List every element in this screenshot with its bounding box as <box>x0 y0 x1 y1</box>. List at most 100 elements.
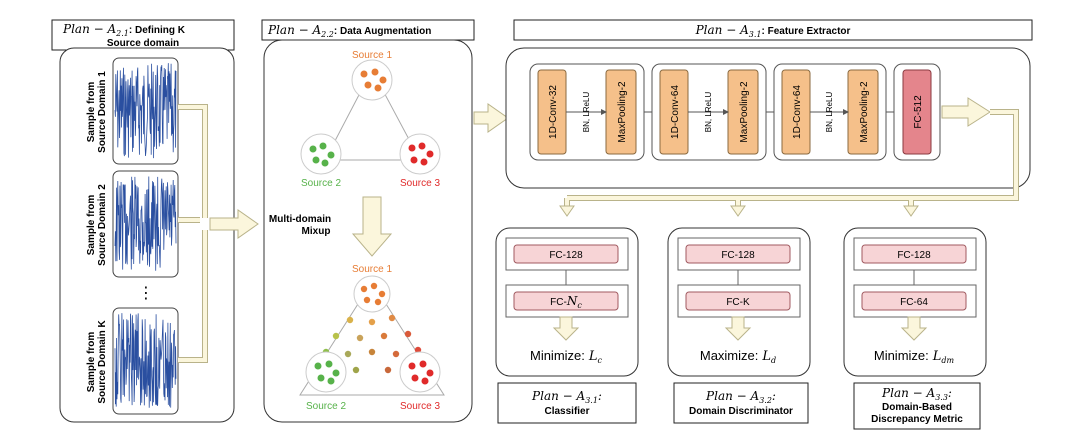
conv-label-2: 1D-Conv-64 <box>670 85 681 139</box>
panel-a31-plan-sub: 3.1 <box>749 30 762 39</box>
head-classifier-fc2-var: N <box>566 294 578 308</box>
head-discriminator: FC-128 FC-K Maximize:Ld Plan − A3.2: Dom… <box>667 227 811 424</box>
fe-output-arrow <box>941 97 991 127</box>
head-discrepancy-fc2-label: FC-64 <box>900 297 928 308</box>
head-discrepancy-loss-sub: dm <box>941 356 954 365</box>
head-classifier-plan: Plan − A <box>531 389 585 403</box>
head-classifier-name: Classifier <box>544 406 589 417</box>
head-classifier-plan-sub: 3.1 <box>585 396 598 405</box>
mixup-label-1: Multi-domain <box>269 214 331 225</box>
panel-a21-title-1: : Defining K <box>129 25 186 36</box>
panel-a21-title-2: Source domain <box>107 38 179 49</box>
head-discrepancy-name-2: Discrepancy Metric <box>871 414 963 425</box>
pool-label-2: MaxPooling-2 <box>739 81 750 143</box>
pool-label-1: MaxPooling-2 <box>617 81 628 143</box>
sample-label-2-line1: Sample from <box>86 195 97 256</box>
panel-a21: Plan − A2.1: Defining K Source domain Sa… <box>51 19 259 423</box>
head-discriminator-plan-suffix: : <box>772 389 776 403</box>
sample-label-1-line2: Source Domain 1 <box>97 71 108 153</box>
source2-label-bottom: Source 2 <box>306 401 346 412</box>
source2-label-top: Source 2 <box>301 178 341 189</box>
source1-label-bottom: Source 1 <box>352 264 392 275</box>
source2-points-bottom <box>314 360 340 385</box>
head-discriminator-plan: Plan − A <box>705 389 759 403</box>
act-label-1: BN, LReLU <box>582 92 591 133</box>
head-discriminator-name: Domain Discriminator <box>689 406 793 417</box>
head-classifier-fc2-sub: c <box>577 301 582 310</box>
signal-waveform-k <box>114 313 177 408</box>
conv-label-3: 1D-Conv-64 <box>792 85 803 139</box>
distribution-connector <box>559 109 1019 217</box>
head-discriminator-fc2-label: FC-K <box>726 297 750 308</box>
source1-cluster-top <box>351 59 393 101</box>
arrow-to-a31 <box>473 103 509 133</box>
head-discriminator-loss: L <box>761 349 771 364</box>
head-classifier-loss-sub: c <box>598 356 603 365</box>
panel-a22-plan: Plan − A <box>267 23 321 37</box>
svg-text:Minimize:Lc: Minimize:Lc <box>530 348 603 365</box>
act-label-2: BN, LReLU <box>704 92 713 133</box>
arrow-to-a22 <box>209 209 259 239</box>
panel-a21-plan: Plan − A <box>62 22 116 36</box>
head-classifier-fc2 <box>513 291 619 311</box>
head-discrepancy-fc1 <box>861 244 967 264</box>
sample-label-k-line1: Sample from <box>86 332 97 393</box>
panel-a22-plan-sub: 2.2 <box>320 30 334 39</box>
mixup-label-2: Mixup <box>302 226 331 237</box>
sample-label-2-line2: Source Domain 2 <box>97 184 108 266</box>
source1-points-bottom <box>360 282 386 306</box>
source3-cluster-top <box>399 133 441 175</box>
head-discrepancy-fc1-label: FC-128 <box>897 250 931 261</box>
conv-label-1: 1D-Conv-32 <box>548 85 559 139</box>
head-discriminator-plan-box <box>673 382 809 424</box>
svg-text:Minimize:Ldm: Minimize:Ldm <box>874 348 955 365</box>
panel-a31-title: : Feature Extractor <box>761 26 850 37</box>
head-discrepancy-plan: Plan − A <box>881 386 935 400</box>
source1-label-top: Source 1 <box>352 50 392 61</box>
source2-cluster-top <box>300 133 342 175</box>
head-discriminator-fc1-label: FC-128 <box>721 250 755 261</box>
head-classifier-fc1-label: FC-128 <box>549 250 583 261</box>
svg-text:FC-Nc: FC-Nc <box>550 294 582 310</box>
head-discrepancy-plan-sub: 3.3 <box>935 393 948 402</box>
panel-a22-title: : Data Augmentation <box>334 26 431 37</box>
source3-label-top: Source 3 <box>400 178 440 189</box>
head-discrepancy-name-1: Domain-Based <box>882 402 952 413</box>
head-discrepancy-objective: Minimize: <box>874 348 929 363</box>
head-discrepancy-fc2 <box>861 291 967 311</box>
svg-text:Plan − A3.2:: Plan − A3.2: <box>705 389 776 405</box>
svg-text:Maximize:Ld: Maximize:Ld <box>700 348 776 365</box>
source1-points-top <box>360 68 387 92</box>
head-discrepancy-plan-box <box>853 382 981 430</box>
head-classifier-fc1 <box>513 244 619 264</box>
head-discriminator-fc1 <box>685 244 791 264</box>
sample-label-1-line1: Sample from <box>86 82 97 143</box>
head-discrepancy-loss: L <box>932 349 942 364</box>
mixup-arrow <box>351 196 393 257</box>
source3-cluster-bottom <box>399 351 441 393</box>
svg-text:Plan − A3.3:: Plan − A3.3: <box>881 386 952 402</box>
svg-text:Plan − A2.2: Data Augmentation: Plan − A2.2: Data Augmentation <box>267 23 431 39</box>
head-discriminator-objective: Maximize: <box>700 348 759 363</box>
head-discrepancy: FC-128 FC-64 Minimize:Ldm Plan − A3.3: D… <box>843 227 987 430</box>
head-classifier-fc2-prefix: FC- <box>550 297 567 308</box>
head-classifier: FC-128 FC-Nc Minimize:Lc Plan − A3.1: Cl… <box>495 227 639 424</box>
head-classifier-objective: Minimize: <box>530 348 585 363</box>
source2-points-top <box>309 142 335 167</box>
panel-a31-title-box <box>513 19 1033 41</box>
source3-points-top <box>408 142 434 166</box>
ellipsis: ⋮ <box>138 283 154 302</box>
head-discriminator-fc2 <box>685 291 791 311</box>
svg-text:Plan − A2.1: Defining K: Plan − A2.1: Defining K <box>62 22 186 38</box>
source2-cluster-bottom <box>305 351 347 393</box>
head-classifier-plan-box <box>497 382 637 424</box>
fc512-label: FC-512 <box>913 95 924 129</box>
head-discrepancy-plan-suffix: : <box>948 386 952 400</box>
panel-a21-plan-sub: 2.1 <box>115 29 129 38</box>
signal-waveform-1 <box>114 63 177 159</box>
head-discriminator-loss-sub: d <box>771 356 776 365</box>
signal-box-2 <box>112 170 179 278</box>
sample-label-k-line2: Source Domain K <box>97 320 108 404</box>
head-classifier-loss: L <box>588 349 598 364</box>
